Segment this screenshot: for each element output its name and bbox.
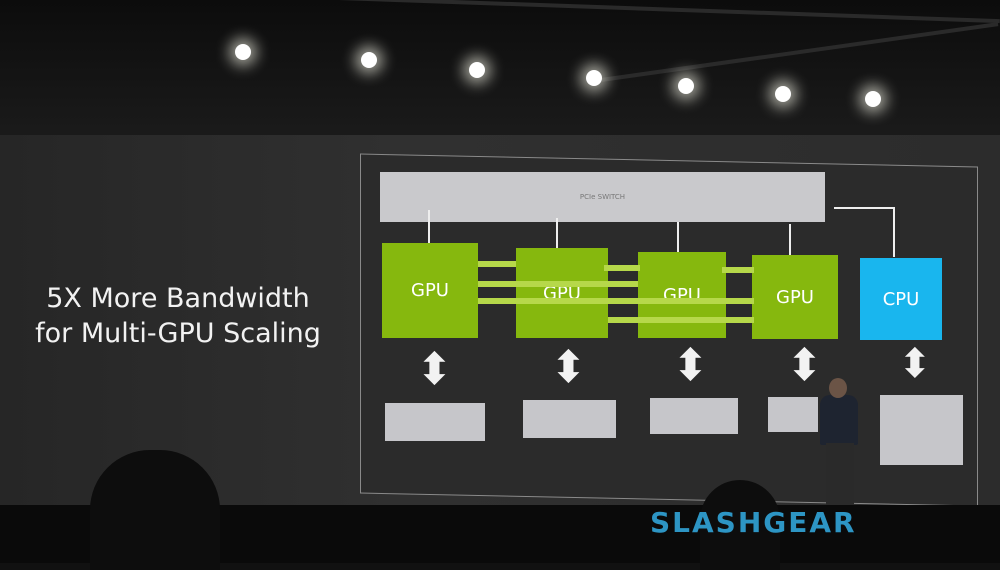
memory-block xyxy=(385,403,485,441)
stage-light xyxy=(775,86,791,102)
cpu-link-arrow xyxy=(834,207,894,209)
watermark: SLASHGEAR xyxy=(650,506,857,539)
pcie-link-arrow xyxy=(677,222,679,252)
memory-arrow-icon: ⬍ xyxy=(416,344,453,395)
gpu-block: GPU xyxy=(638,252,726,338)
gpu-block: GPU xyxy=(516,248,608,338)
cpu-link-arrow xyxy=(893,207,895,257)
nvlink-arrow xyxy=(608,317,754,323)
memory-block xyxy=(650,398,738,434)
memory-arrow-icon: ⬍ xyxy=(898,341,932,387)
pcie-link-arrow xyxy=(556,218,558,248)
stage-light xyxy=(678,78,694,94)
nvlink-arrow xyxy=(478,261,516,267)
stage-light xyxy=(586,70,602,86)
audience-head xyxy=(90,450,220,570)
gpu-block: GPU xyxy=(382,243,478,338)
ceiling xyxy=(0,0,1000,140)
memory-arrow-icon: ⬍ xyxy=(550,342,587,393)
pcie-link-arrow xyxy=(789,224,791,255)
presenter-torso xyxy=(820,395,858,445)
memory-block xyxy=(880,395,963,465)
headline-line2: for Multi-GPU Scaling xyxy=(35,318,321,349)
nvlink-arrow xyxy=(604,265,640,271)
stage-light xyxy=(235,44,251,60)
audience-head xyxy=(700,480,780,570)
nvlink-arrow xyxy=(722,267,754,273)
gpu-block: GPU xyxy=(752,255,838,339)
pcie-link-arrow xyxy=(428,210,430,243)
memory-arrow-icon: ⬍ xyxy=(786,340,823,391)
cpu-block: CPU xyxy=(860,258,942,340)
nvlink-arrow xyxy=(478,281,638,287)
memory-block xyxy=(523,400,616,438)
stage-light xyxy=(865,91,881,107)
stage-light xyxy=(469,62,485,78)
memory-block xyxy=(768,397,818,432)
headline-line1: 5X More Bandwidth xyxy=(46,283,310,314)
stage-light xyxy=(361,52,377,68)
pcie-switch: PCIe SWITCH xyxy=(380,172,825,222)
presenter-head xyxy=(829,378,847,398)
presenter-legs xyxy=(826,443,854,513)
memory-arrow-icon: ⬍ xyxy=(672,340,709,391)
nvlink-arrow xyxy=(478,298,754,304)
